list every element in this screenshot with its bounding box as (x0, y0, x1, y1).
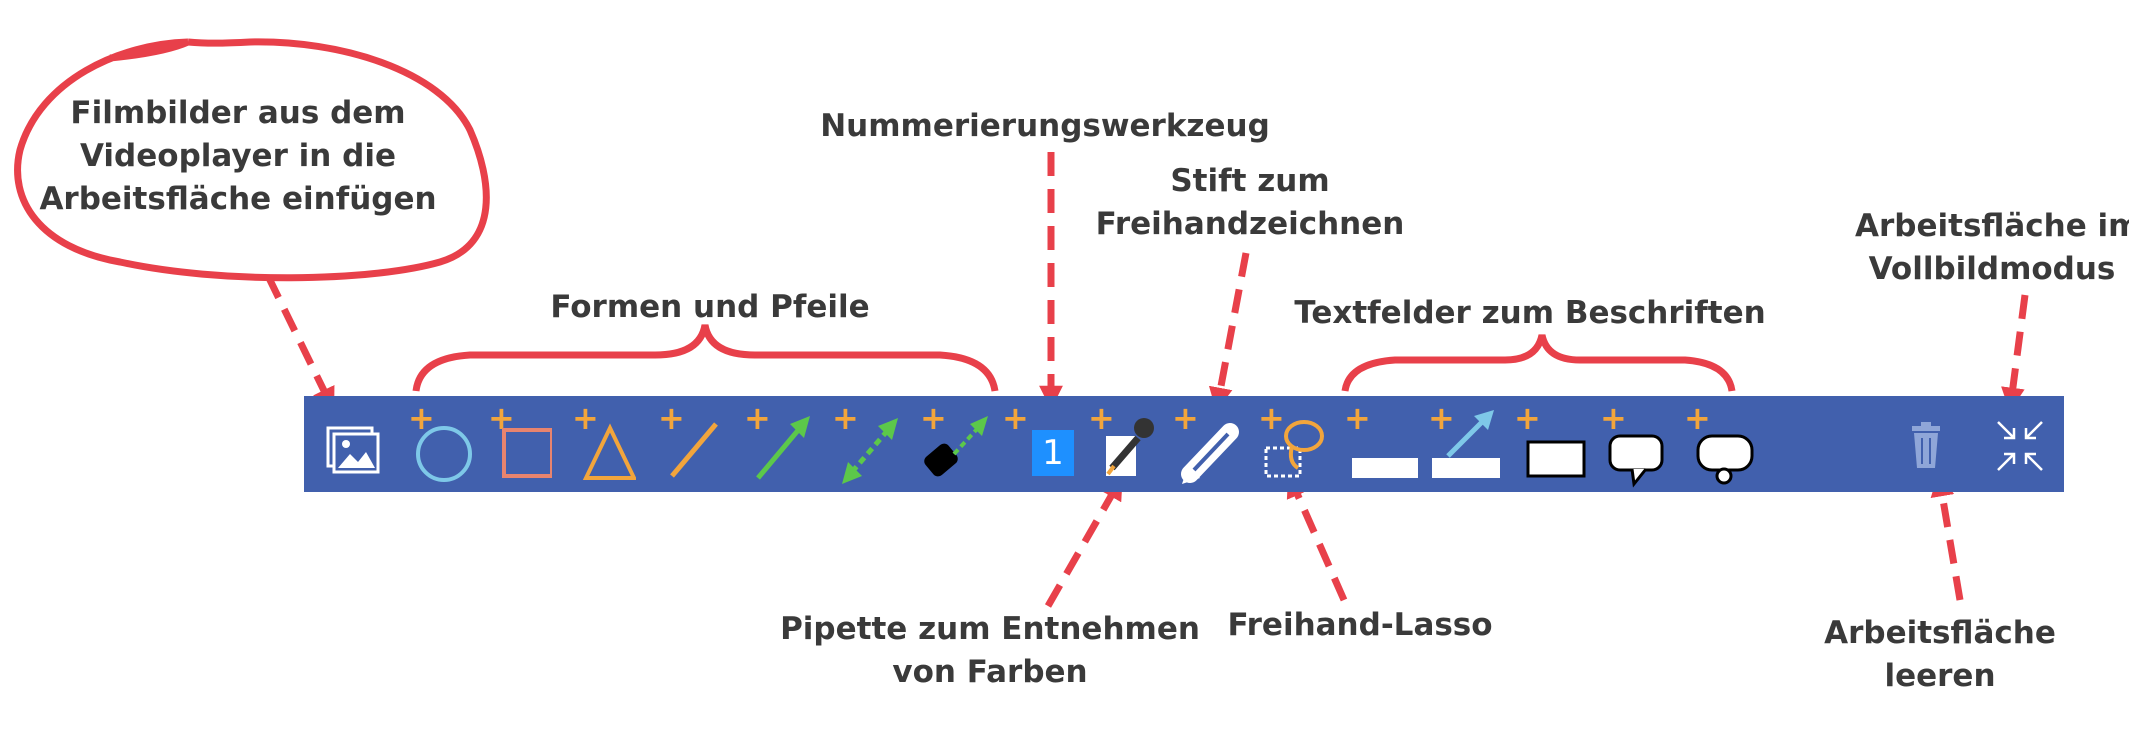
line-tool[interactable]: + (658, 396, 722, 492)
arrow-icon (756, 416, 810, 480)
label-clear: Arbeitsfläche leeren (1824, 615, 2056, 694)
circle-tool[interactable]: + (408, 396, 472, 492)
text-box-tool[interactable]: + (1514, 396, 1590, 492)
photos-icon (326, 426, 380, 474)
text-arrow-tool[interactable]: + (1428, 396, 1504, 492)
fullscreen-button[interactable] (1990, 396, 2050, 492)
arrow-insert-frames (264, 274, 335, 412)
triangle-tool[interactable]: + (572, 396, 636, 492)
arrow-fullscreen (2001, 294, 2029, 412)
add-icon: + (1428, 399, 1455, 437)
brace-textfields (1341, 334, 1736, 392)
add-icon: + (572, 399, 599, 437)
label-eyedropper: Pipette zum Entnehmen von Farben (780, 611, 1200, 690)
add-icon: + (1514, 399, 1541, 437)
drawing-toolbar: + + + + + + (304, 396, 2064, 492)
arrow-lasso (1286, 473, 1348, 602)
callout-bubble (14, 38, 490, 282)
collapse-arrows-icon (1997, 421, 2043, 471)
thought-bubble-tool[interactable]: + (1684, 396, 1760, 492)
text-box-icon (1526, 440, 1586, 478)
pen-tool[interactable]: + (1172, 396, 1246, 492)
dashed-double-arrow-icon (842, 418, 898, 484)
label-lasso: Freihand-Lasso (1227, 607, 1493, 643)
add-icon: + (1600, 399, 1627, 437)
magnifier-arrow-icon (924, 416, 988, 477)
add-icon: + (1684, 399, 1711, 437)
magnifier-arrow-tool[interactable]: + (920, 396, 992, 492)
numbering-tool[interactable]: + 1 (1002, 396, 1074, 492)
add-icon: + (1172, 399, 1199, 437)
speech-bubble-icon (1608, 434, 1664, 488)
text-arrow-icon (1432, 410, 1500, 478)
arrow-eyedropper (1044, 475, 1123, 608)
double-arrow-tool[interactable]: + (832, 396, 902, 492)
label-textfields: Textfelder zum Beschriften (1294, 295, 1766, 331)
eyedropper-tool[interactable]: + (1088, 396, 1158, 492)
add-icon: + (832, 399, 859, 437)
line-icon (670, 422, 718, 478)
pencil-icon (1181, 423, 1239, 484)
label-numbering: Nummerierungswerkzeug (820, 108, 1270, 144)
rectangle-tool[interactable]: + (488, 396, 552, 492)
label-pen: Stift zum Freihandzeichnen (1095, 163, 1405, 242)
eyedropper-icon (1106, 418, 1154, 476)
label-shapes-arrows: Formen und Pfeile (550, 289, 870, 325)
add-icon: + (1344, 399, 1371, 437)
number-badge-icon: 1 (1032, 430, 1074, 476)
arrow-clear (1930, 472, 1964, 601)
triangle-icon (582, 423, 636, 480)
text-bar-tool[interactable]: + (1344, 396, 1420, 492)
label-fullscreen: Arbeitsfläche im Vollbildmodus (1855, 208, 2129, 287)
trash-icon (1912, 422, 1940, 468)
add-icon: + (408, 399, 435, 437)
add-icon: + (744, 399, 771, 437)
arrow-pen (1208, 252, 1250, 412)
add-icon: + (1088, 399, 1115, 437)
arrow-tool[interactable]: + (744, 396, 814, 492)
lasso-tool[interactable]: + (1258, 396, 1332, 492)
add-icon: + (658, 399, 685, 437)
number-badge-value: 1 (1042, 433, 1064, 473)
brace-shapes (412, 324, 999, 392)
speech-bubble-tool[interactable]: + (1600, 396, 1676, 492)
square-icon (502, 428, 552, 478)
insert-frames-button[interactable] (324, 396, 384, 492)
thought-bubble-icon (1696, 434, 1754, 485)
add-icon: + (920, 399, 947, 437)
lasso-icon (1264, 420, 1324, 478)
text-bar-icon (1352, 458, 1418, 478)
add-icon: + (1002, 399, 1029, 437)
clear-button[interactable] (1900, 396, 1950, 492)
label-insert-frames: Filmbilder aus dem Videoplayer in die Ar… (39, 95, 437, 217)
add-icon: + (1258, 399, 1285, 437)
circle-icon (416, 426, 472, 482)
